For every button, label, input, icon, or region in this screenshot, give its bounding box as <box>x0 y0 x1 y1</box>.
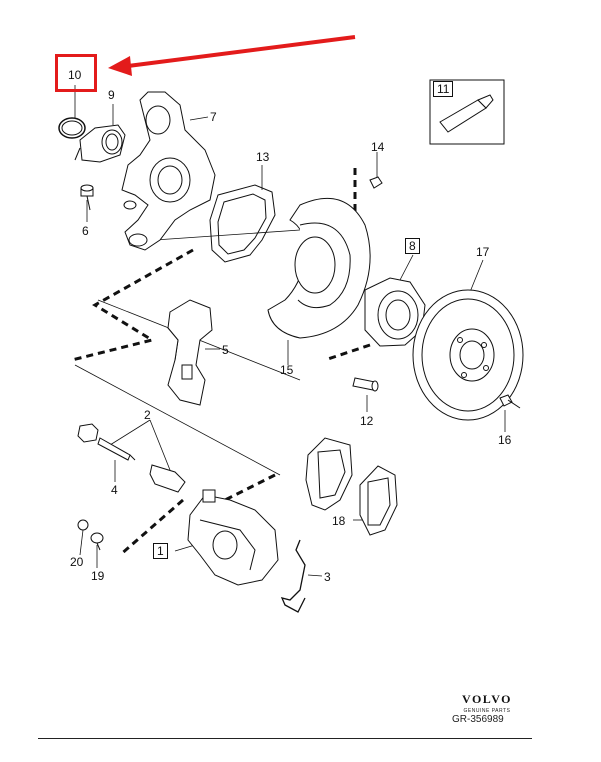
part-15-dust-shield <box>267 197 371 339</box>
callout-20[interactable]: 20 <box>70 555 84 569</box>
part-17-brake-disc <box>412 289 524 421</box>
part-4-guide-pin <box>77 423 136 461</box>
callout-17[interactable]: 17 <box>476 245 490 259</box>
part-3-spring-clip <box>280 539 306 613</box>
part-12-bolt <box>352 377 379 392</box>
callout-5[interactable]: 5 <box>222 343 229 357</box>
part-11-grease-tube <box>429 79 505 145</box>
part-19-bleeder <box>90 532 104 551</box>
part-7-knuckle <box>121 91 216 251</box>
part-18-brake-pads <box>305 437 398 536</box>
part-20-cap <box>77 519 89 531</box>
callout-3[interactable]: 3 <box>324 570 331 584</box>
callout-12[interactable]: 12 <box>360 414 374 428</box>
highlight-box <box>55 54 97 92</box>
callout-16[interactable]: 16 <box>498 433 512 447</box>
diagram-reference-code: GR-356989 <box>452 714 504 725</box>
part-2-guide-pin <box>149 464 186 493</box>
part-1-caliper <box>187 489 279 586</box>
callout-14[interactable]: 14 <box>371 140 385 154</box>
callout-7[interactable]: 7 <box>210 110 217 124</box>
callout-19[interactable]: 19 <box>91 569 105 583</box>
brand-logo: VOLVO GENUINE PARTS <box>452 692 522 714</box>
part-10-o-ring <box>58 117 86 139</box>
brand-subtitle: GENUINE PARTS <box>463 708 511 714</box>
callout-1[interactable]: 1 <box>153 543 168 559</box>
callout-18[interactable]: 18 <box>332 514 346 528</box>
part-9-sensor <box>74 124 126 163</box>
callout-11[interactable]: 11 <box>433 81 454 97</box>
callout-4[interactable]: 4 <box>111 483 118 497</box>
callout-6[interactable]: 6 <box>82 224 89 238</box>
part-13-gasket <box>209 184 276 263</box>
callout-13[interactable]: 13 <box>256 150 270 164</box>
callout-10[interactable]: 10 <box>68 68 82 82</box>
callout-8[interactable]: 8 <box>405 238 420 254</box>
part-6-bolt <box>80 184 94 211</box>
leader-lines <box>74 85 506 577</box>
callout-15[interactable]: 15 <box>280 363 294 377</box>
bottom-divider <box>38 738 532 739</box>
part-5-bracket <box>167 299 213 406</box>
part-16-screw <box>499 394 521 409</box>
brand-name: VOLVO <box>462 692 512 706</box>
callout-2[interactable]: 2 <box>144 408 151 422</box>
callout-9[interactable]: 9 <box>108 88 115 102</box>
part-14-screw <box>369 176 383 189</box>
